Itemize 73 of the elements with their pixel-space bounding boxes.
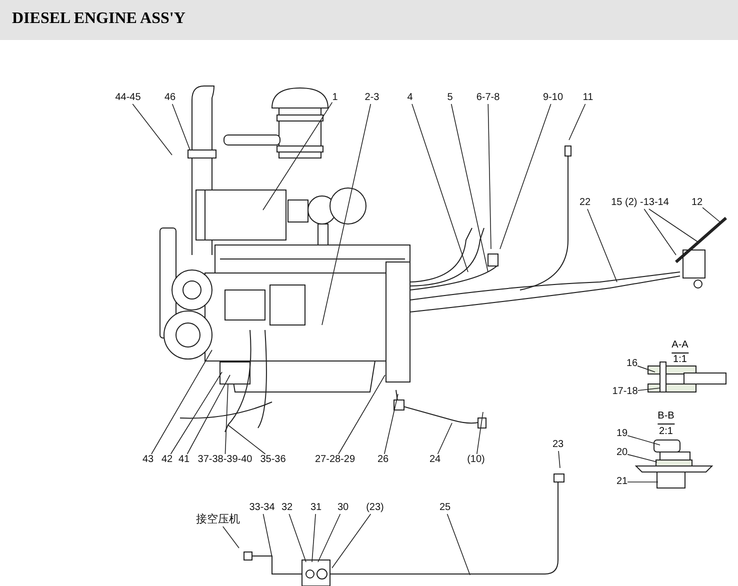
callout-number: 42 xyxy=(161,454,173,466)
leader-line xyxy=(151,350,212,454)
callout-number: 25 xyxy=(439,502,451,514)
callout-number: 12 xyxy=(691,197,703,209)
callout-number: 23 xyxy=(552,439,564,451)
callout-number: 19 xyxy=(616,428,628,440)
callout-number: 37-38-39-40 xyxy=(198,454,252,466)
callout-number: 43 xyxy=(142,454,154,466)
leader-line xyxy=(384,394,398,454)
callout-number: 17-18 xyxy=(612,386,638,398)
leader-line xyxy=(500,104,552,250)
leader-line xyxy=(312,514,316,562)
leader-line xyxy=(446,514,470,576)
leader-line xyxy=(627,454,658,462)
scale-label: 2:1 xyxy=(659,427,673,437)
callout-number: (10) xyxy=(467,454,485,466)
leader-line xyxy=(338,374,386,454)
leader-line xyxy=(288,514,306,562)
callout-number: 35-36 xyxy=(260,454,286,466)
callout-number: 32 xyxy=(281,502,293,514)
leader-line xyxy=(648,208,698,242)
section-label: B-B xyxy=(658,412,674,424)
leader-line xyxy=(437,422,452,454)
leader-line xyxy=(637,366,656,372)
callout-number: 46 xyxy=(164,92,176,104)
leader-line xyxy=(322,104,372,326)
section-label: A-A xyxy=(672,340,688,354)
leader-line xyxy=(450,104,488,272)
callout-number: 33-34 xyxy=(249,502,275,514)
callout-number: 4 xyxy=(407,92,413,104)
leader-line xyxy=(644,208,676,256)
callout-number: 41 xyxy=(178,454,190,466)
leader-line xyxy=(318,514,341,562)
leader-line xyxy=(222,526,240,548)
leader-line xyxy=(132,104,172,156)
leader-line xyxy=(412,104,468,272)
callout-number: 5 xyxy=(447,92,453,104)
callout-number: 26 xyxy=(377,454,389,466)
scale-label: 1:1 xyxy=(673,355,687,365)
leader-line xyxy=(170,372,222,454)
leader-line xyxy=(568,104,586,140)
leader-line xyxy=(262,514,272,558)
leader-line xyxy=(228,424,266,454)
leader-line xyxy=(558,450,560,468)
callout-number: 21 xyxy=(616,476,628,488)
leader-line xyxy=(262,102,333,210)
callout-number: 24 xyxy=(429,454,441,466)
callout-number: (23) xyxy=(366,502,384,514)
leader-line xyxy=(186,374,230,454)
leader-line xyxy=(332,514,372,568)
callout-number: 27-28-29 xyxy=(314,454,356,466)
leader-line xyxy=(702,207,720,222)
callout-number: 44-45 xyxy=(115,92,141,104)
callout-number: 20 xyxy=(616,447,628,459)
callout-number: 2-3 xyxy=(364,92,380,104)
leader-line xyxy=(488,104,492,250)
leader-line xyxy=(587,208,618,282)
title: DIESEL ENGINE ASS'Y xyxy=(12,10,186,28)
callout-number: 6-7-8 xyxy=(476,92,500,104)
callout-number: 9-10 xyxy=(543,92,563,104)
callout-number: 31 xyxy=(310,502,322,514)
leader-line xyxy=(224,384,228,454)
callout-number: 30 xyxy=(337,502,349,514)
callout-number: 11 xyxy=(582,92,594,104)
callout-number: 1 xyxy=(332,92,338,104)
leader-line xyxy=(627,435,660,446)
callout-number: 16 xyxy=(626,358,638,370)
callout-number: 15 (2) -13-14 xyxy=(611,197,669,209)
leader-line xyxy=(637,388,660,391)
callout-number: 22 xyxy=(579,197,591,209)
leader-line xyxy=(476,412,484,454)
callout-number: 接空压机 xyxy=(196,514,240,526)
leader-line xyxy=(172,104,190,150)
